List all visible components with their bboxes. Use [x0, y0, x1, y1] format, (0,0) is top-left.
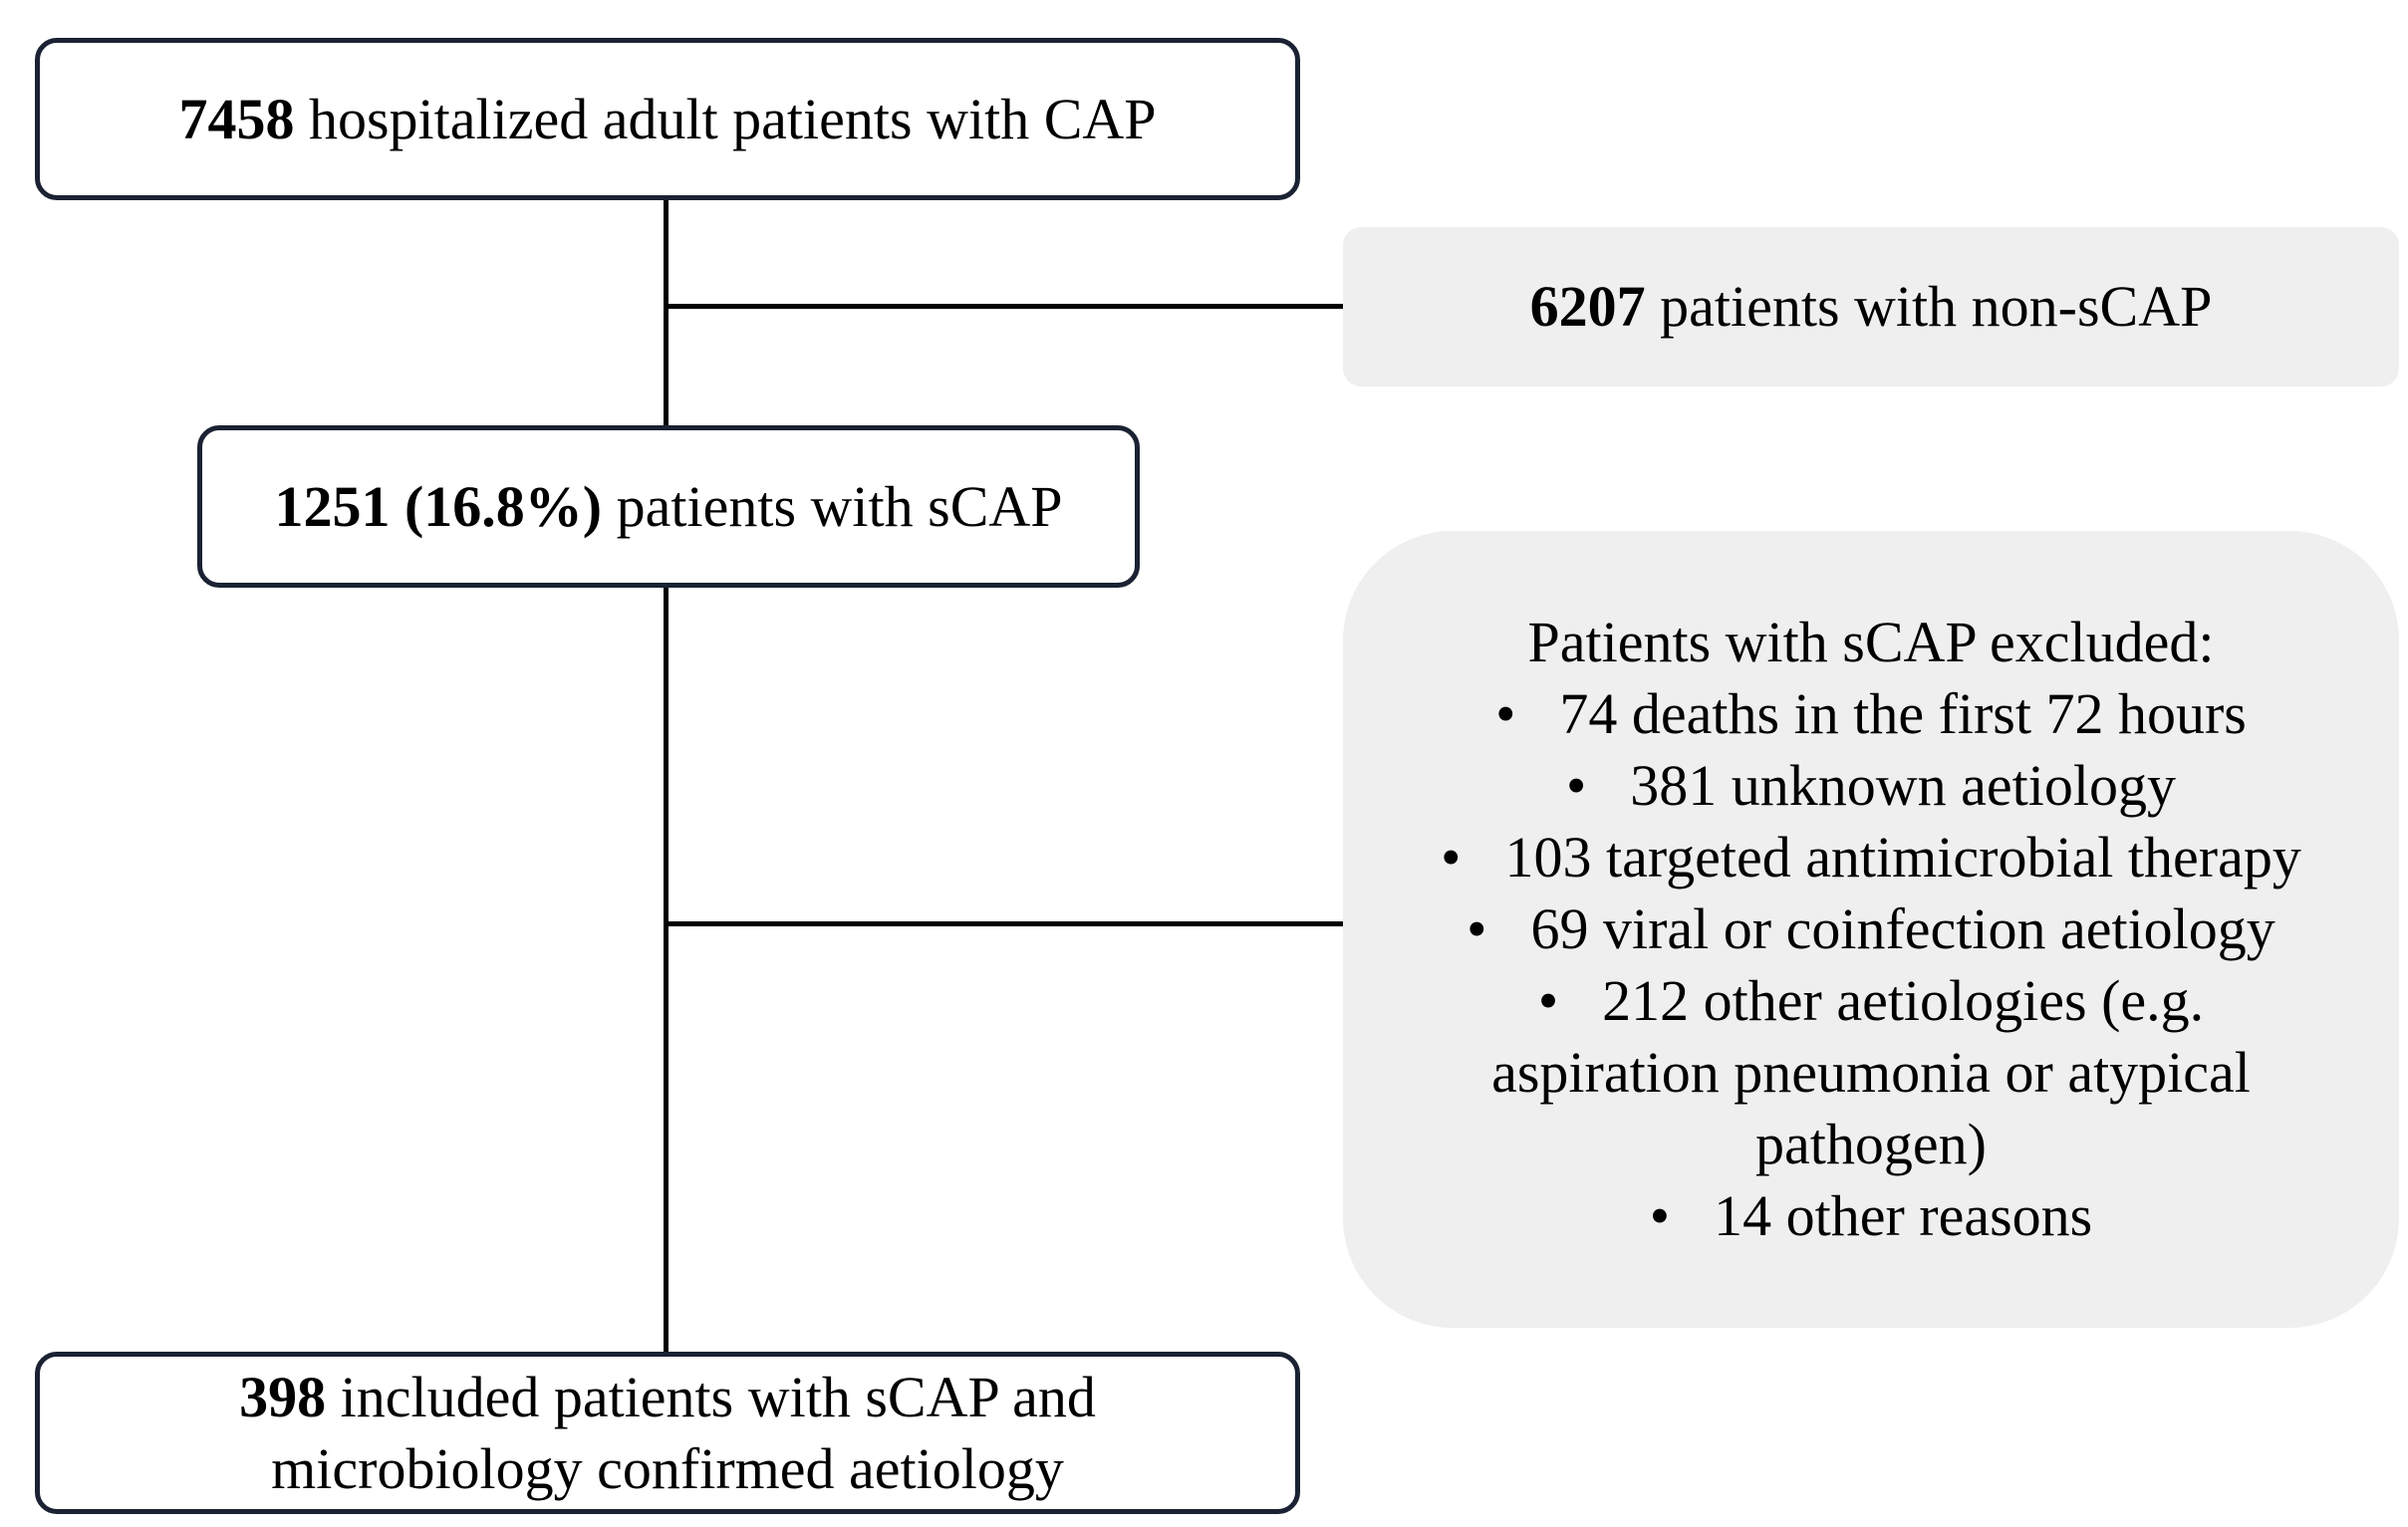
box-included: 398 included patients with sCAP and micr… [35, 1352, 1300, 1514]
excluded-list: •74 deaths in the first 72 hours •381 un… [1441, 678, 2301, 1252]
excluded-item: •103 targeted antimicrobial therapy [1441, 822, 2301, 893]
box-scap: 1251 (16.8%) patients with sCAP [197, 425, 1140, 588]
connector-vertical-main [664, 199, 669, 1355]
scap-text: patients with sCAP [616, 473, 1063, 539]
box-total-line: 7458 hospitalized adult patients with CA… [178, 84, 1156, 155]
bullet-icon: • [1537, 968, 1559, 1033]
bullet-icon: • [1467, 896, 1487, 961]
box-scap-line: 1251 (16.8%) patients with sCAP [274, 471, 1062, 543]
bullet-icon: • [1565, 753, 1587, 818]
included-line-1: 398 included patients with sCAP and [239, 1362, 1096, 1433]
total-count: 7458 [178, 86, 295, 151]
included-line-2: microbiology confirmed aetiology [271, 1435, 1064, 1501]
box-excluded: Patients with sCAP excluded: •74 deaths … [1343, 531, 2399, 1328]
excluded-item: •381 unknown aetiology [1441, 750, 2301, 822]
box-non-scap: 6207 patients with non-sCAP [1343, 227, 2399, 386]
bullet-icon: • [1495, 681, 1516, 746]
excluded-item: •69 viral or coinfection aetiology [1441, 893, 2301, 965]
excluded-item: •14 other reasons [1441, 1180, 2301, 1252]
excluded-item: •74 deaths in the first 72 hours [1441, 678, 2301, 750]
scap-count: 1251 (16.8%) [274, 473, 603, 539]
excluded-item-continuation: pathogen) [1755, 1112, 1987, 1176]
total-text: hospitalized adult patients with CAP [308, 86, 1157, 151]
included-text-1: included patients with sCAP and [340, 1364, 1096, 1429]
non-scap-count: 6207 [1529, 274, 1646, 339]
bullet-icon: • [1441, 825, 1462, 890]
box-non-scap-line: 6207 patients with non-sCAP [1530, 271, 2213, 343]
connector-to-excluded [664, 921, 1345, 926]
excluded-item-continuation: aspiration pneumonia or atypical [1491, 1040, 2251, 1105]
excluded-item: •212 other aetiologies (e.g. [1441, 965, 2301, 1037]
non-scap-text: patients with non-sCAP [1660, 274, 2213, 339]
included-count: 398 [239, 1364, 327, 1429]
connector-to-non-scap [664, 304, 1345, 309]
box-total-patients: 7458 hospitalized adult patients with CA… [35, 38, 1300, 200]
bullet-icon: • [1649, 1183, 1671, 1248]
excluded-title: Patients with sCAP excluded: [1527, 610, 2215, 674]
